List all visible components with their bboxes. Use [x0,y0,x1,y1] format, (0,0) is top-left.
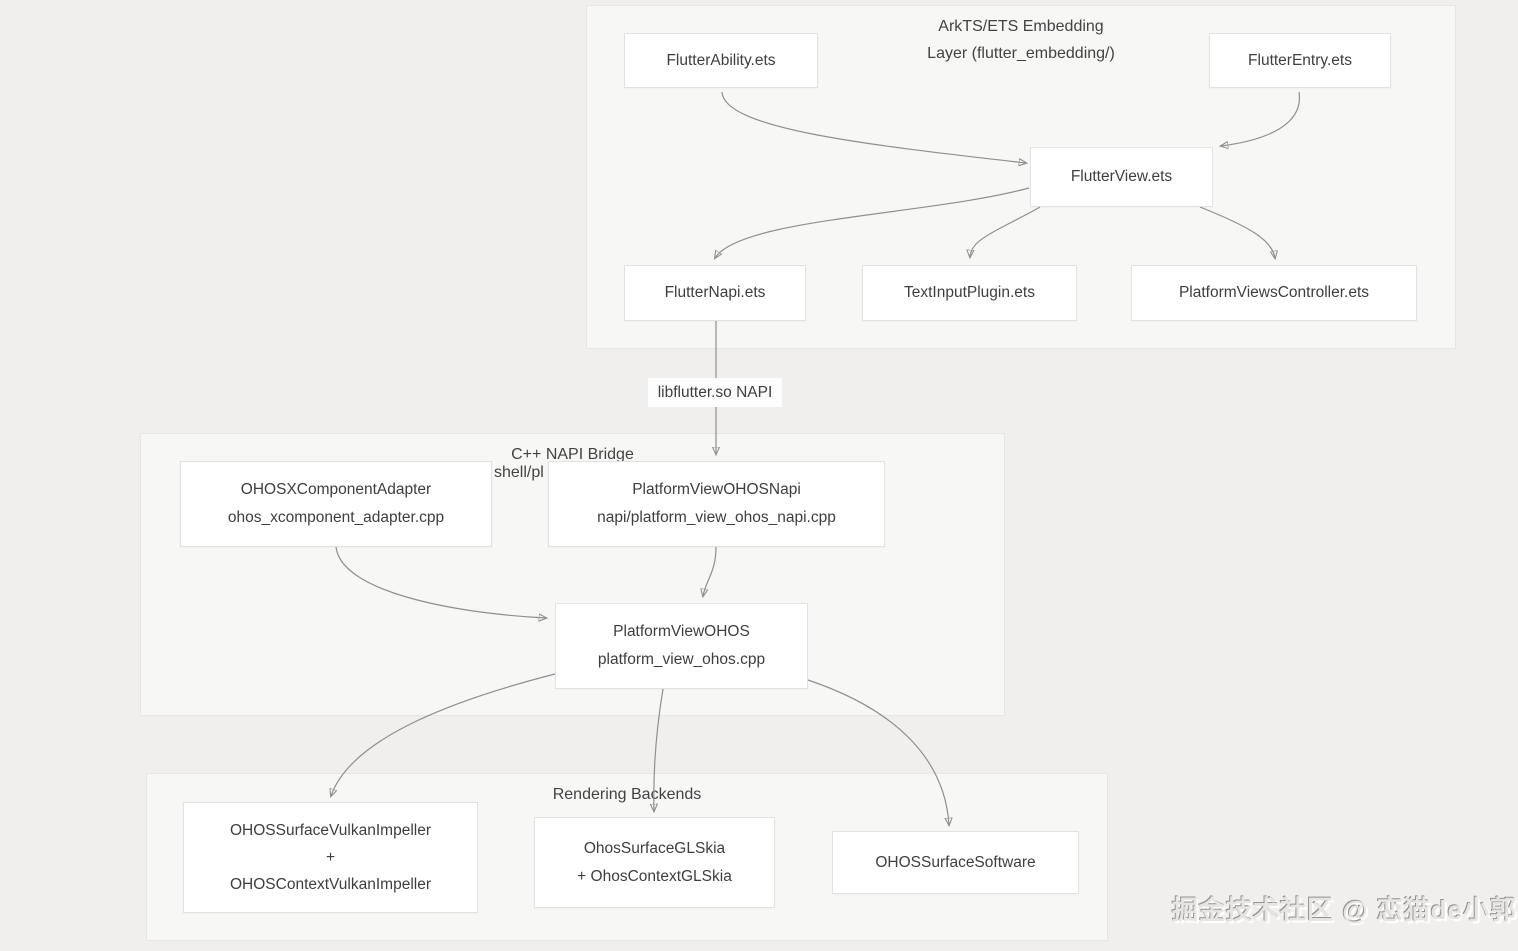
node-label: OHOSSurfaceVulkanImpeller [229,822,431,839]
node-sublabel: + OhosContextGLSkia [577,867,732,885]
group-title-rendering: Rendering Backends [147,781,1107,808]
node-label: PlatformViewOHOSNapi [632,481,801,498]
node-platformviewscontroller-ets: PlatformViewsController.ets [1131,265,1417,321]
node-flutterentry-ets: FlutterEntry.ets [1209,33,1391,88]
node-sublabel: napi/platform_view_ohos_napi.cpp [597,509,836,526]
node-platformviewohosnapi: PlatformViewOHOSNapi napi/platform_view_… [548,461,885,547]
group-title-bridge-line1: C++ NAPI Bridge [511,446,634,463]
node-sublabel: OHOSContextVulkanImpeller [229,876,431,893]
group-title-embedding: ArkTS/ETS Embedding Layer (flutter_embed… [587,13,1455,67]
group-title-bridge: C++ NAPI Bridge [141,441,1004,468]
group-title-embedding-line2: Layer (flutter_embedding/) [927,45,1115,62]
edge-label-libflutter-so-napi: libflutter.so NAPI [648,378,782,407]
group-title-embedding-line1: ArkTS/ETS Embedding [938,18,1104,35]
group-title-rendering-line1: Rendering Backends [552,786,702,803]
node-flutternapi-ets: FlutterNapi.ets [624,265,806,321]
node-plus: + [325,849,336,866]
node-flutterability-ets: FlutterAbility.ets [624,33,818,88]
node-flutterview-ets: FlutterView.ets [1030,147,1213,207]
node-label: OHOSSurfaceSoftware [875,853,1036,871]
node-label: FlutterEntry.ets [1248,51,1352,69]
node-ohosxcomponentadapter: OHOSXComponentAdapter ohos_xcomponent_ad… [180,461,492,547]
node-label: FlutterAbility.ets [666,51,776,69]
node-label: OhosSurfaceGLSkia [583,839,726,857]
node-label: FlutterView.ets [1070,168,1173,185]
node-ohossurfacevulkanimpeller: OHOSSurfaceVulkanImpeller + OHOSContextV… [183,802,478,913]
group-title-bridge-subtitle-clipped: shell/pl [494,464,544,481]
node-label: FlutterNapi.ets [664,284,766,301]
node-label: TextInputPlugin.ets [904,284,1035,301]
node-ohossurfacesoftware: OHOSSurfaceSoftware [832,831,1079,894]
node-textinputplugin-ets: TextInputPlugin.ets [862,265,1077,321]
node-sublabel: ohos_xcomponent_adapter.cpp [227,509,445,526]
node-label: PlatformViewsController.ets [1178,284,1370,301]
node-label: OHOSXComponentAdapter [240,481,432,498]
node-label: PlatformViewOHOS [613,623,750,640]
node-ohossurfaceglskia: OhosSurfaceGLSkia + OhosContextGLSkia [534,817,775,908]
node-sublabel: platform_view_ohos.cpp [597,651,766,668]
watermark-juejin-community: 掘金技术社区 @ 恋猫de小郭 [1172,895,1518,925]
node-platformviewohos: PlatformViewOHOS platform_view_ohos.cpp [555,603,808,689]
